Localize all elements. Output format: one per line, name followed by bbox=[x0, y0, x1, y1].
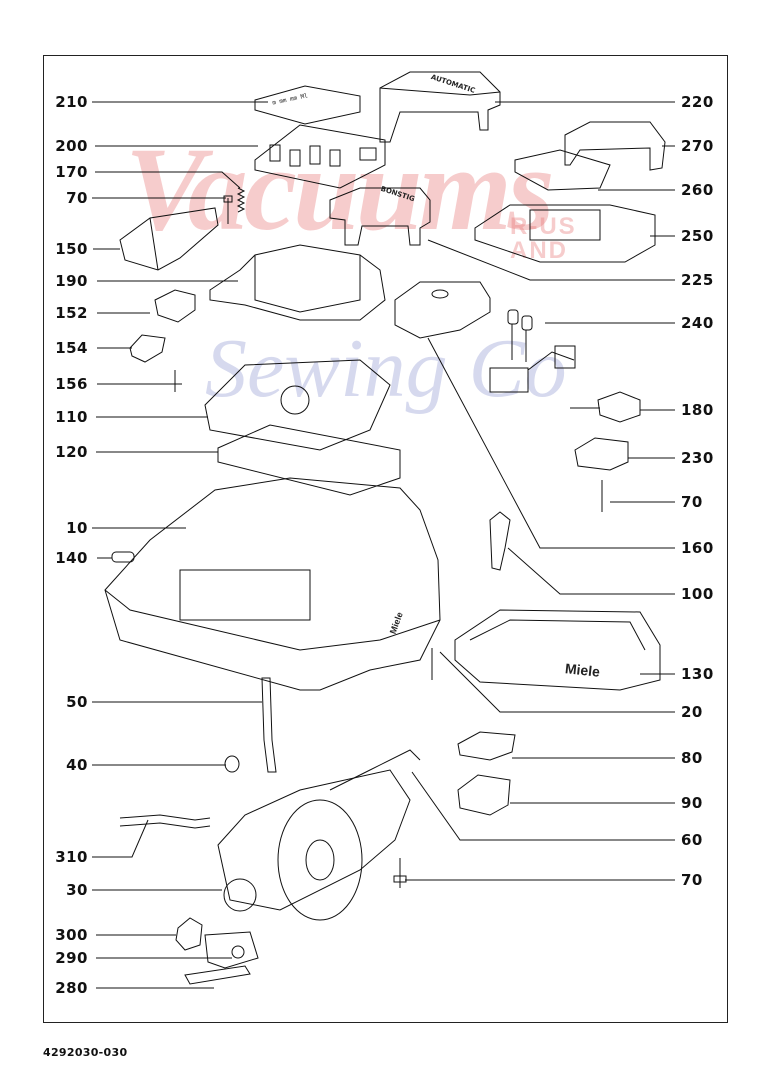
callout-156: 156 bbox=[55, 375, 88, 393]
callout-180: 180 bbox=[681, 401, 714, 419]
part-225-housing bbox=[329, 187, 431, 246]
part-310-cable bbox=[119, 814, 211, 829]
part-170-spring bbox=[236, 187, 246, 213]
part-140-pin bbox=[111, 551, 135, 563]
callout-90: 90 bbox=[681, 794, 703, 812]
callout-310: 310 bbox=[55, 848, 88, 866]
part-280-rod bbox=[184, 965, 251, 985]
part-180-switch bbox=[570, 391, 641, 423]
callout-30: 30 bbox=[66, 881, 88, 899]
callout-150: 150 bbox=[55, 240, 88, 258]
callout-140: 140 bbox=[55, 549, 88, 567]
part-190-frame bbox=[209, 244, 386, 321]
callout-152: 152 bbox=[55, 304, 88, 322]
part-220-housing bbox=[379, 71, 501, 143]
part-100-bracket bbox=[489, 511, 511, 571]
callout-154: 154 bbox=[55, 339, 88, 357]
callout-190: 190 bbox=[55, 272, 88, 290]
part-80-seal bbox=[457, 731, 516, 761]
callout-70-right: 70 bbox=[681, 493, 703, 511]
callout-70: 70 bbox=[66, 189, 88, 207]
callout-160: 160 bbox=[681, 539, 714, 557]
callout-260: 260 bbox=[681, 181, 714, 199]
part-30-cable-reel bbox=[217, 769, 411, 921]
part-200-switch-board bbox=[254, 124, 386, 189]
part-290-board bbox=[204, 931, 259, 969]
part-240-wiring bbox=[489, 309, 576, 393]
callout-290: 290 bbox=[55, 949, 88, 967]
part-120-grille bbox=[217, 424, 401, 496]
part-50-lever bbox=[261, 677, 277, 773]
callout-280: 280 bbox=[55, 979, 88, 997]
part-70-screw-top bbox=[223, 195, 233, 224]
part-154-latch bbox=[129, 334, 166, 363]
part-130-filter bbox=[454, 609, 661, 691]
part-210-cover bbox=[254, 85, 361, 125]
callout-300: 300 bbox=[55, 926, 88, 944]
part-70-screw-bottom bbox=[393, 858, 407, 888]
part-10-body bbox=[104, 477, 441, 691]
callout-110: 110 bbox=[55, 408, 88, 426]
callout-80: 80 bbox=[681, 749, 703, 767]
callout-130: 130 bbox=[681, 665, 714, 683]
callout-100: 100 bbox=[681, 585, 714, 603]
part-260-keypad bbox=[514, 149, 611, 191]
part-152-clip bbox=[154, 289, 196, 323]
callout-120: 120 bbox=[55, 443, 88, 461]
callout-240: 240 bbox=[681, 314, 714, 332]
part-90-connector bbox=[457, 774, 511, 816]
part-300-socket bbox=[175, 917, 203, 951]
part-40-bearing bbox=[224, 755, 240, 773]
leader-lines-left bbox=[92, 101, 268, 989]
callout-10: 10 bbox=[66, 519, 88, 537]
callout-220: 220 bbox=[681, 93, 714, 111]
leader-lines-right bbox=[405, 101, 675, 881]
part-156-screw bbox=[168, 370, 182, 392]
part-230-block bbox=[574, 437, 629, 471]
callout-20: 20 bbox=[681, 703, 703, 721]
callout-270: 270 bbox=[681, 137, 714, 155]
part-160-cover bbox=[394, 281, 491, 339]
drawing-frame bbox=[43, 55, 728, 1023]
part-150-side-cover bbox=[119, 207, 219, 271]
part-110-tray bbox=[204, 359, 391, 451]
callout-70-bottom: 70 bbox=[681, 871, 703, 889]
part-250-chassis bbox=[474, 204, 656, 263]
part-270-lid bbox=[564, 121, 666, 171]
callout-170: 170 bbox=[55, 163, 88, 181]
callout-200: 200 bbox=[55, 137, 88, 155]
callout-40: 40 bbox=[66, 756, 88, 774]
callout-60: 60 bbox=[681, 831, 703, 849]
callout-210: 210 bbox=[55, 93, 88, 111]
callout-230: 230 bbox=[681, 449, 714, 467]
part-60-harness bbox=[329, 749, 421, 791]
callout-225: 225 bbox=[681, 271, 714, 289]
document-number: 4292030-030 bbox=[43, 1046, 128, 1059]
callout-50: 50 bbox=[66, 693, 88, 711]
callout-250: 250 bbox=[681, 227, 714, 245]
